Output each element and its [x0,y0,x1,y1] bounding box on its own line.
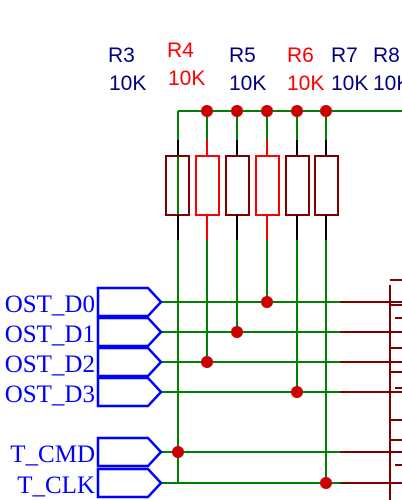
port-ost-d2 [96,346,163,378]
resistor-value-r5: 10K [229,72,266,95]
resistor-r4-body [195,155,220,216]
resistor-ref-r7: R7 [331,44,358,67]
resistor-value-r8: 10K [373,72,402,95]
port-label-t-cmd: T_CMD [10,441,95,468]
junction-dot [231,105,243,117]
port-label-t-clk: T_CLK [17,472,95,499]
resistor-ref-r6: R6 [287,44,314,67]
resistor-value-r3: 10K [109,72,146,95]
resistor-value-r7: 10K [331,72,368,95]
port-ost-d1 [96,316,163,348]
resistor-value-r6: 10K [287,72,324,95]
port-ost-d3 [96,376,163,408]
resistor-r8-body [314,155,339,216]
resistor-ref-r4: R4 [167,39,194,62]
port-t-clk [96,467,163,499]
junction-dot [261,105,273,117]
port-label-ost-d1: OST_D1 [5,321,95,348]
port-t-cmd [96,436,163,468]
junction-dot [291,386,303,398]
junction-dot [261,296,273,308]
partial-component-edge [390,279,402,466]
junction-dot [201,356,213,368]
port-ost-d0 [96,286,163,318]
port-label-ost-d3: OST_D3 [5,381,95,408]
port-label-ost-d2: OST_D2 [5,351,95,378]
resistor-ref-r3: R3 [108,44,135,67]
resistor-r5-body [225,155,250,216]
junction-dot [172,446,184,458]
resistor-ref-r5: R5 [229,44,256,67]
resistor-value-r4: 10K [168,67,205,90]
junction-dot [231,326,243,338]
junction-dot [320,477,332,489]
junction-dot [291,105,303,117]
port-label-ost-d0: OST_D0 [5,291,95,318]
resistor-r6-body [255,155,280,216]
resistor-r7-body [285,155,310,216]
junction-dot [320,105,332,117]
resistor-ref-r8: R8 [373,44,400,67]
junction-dot [201,105,213,117]
